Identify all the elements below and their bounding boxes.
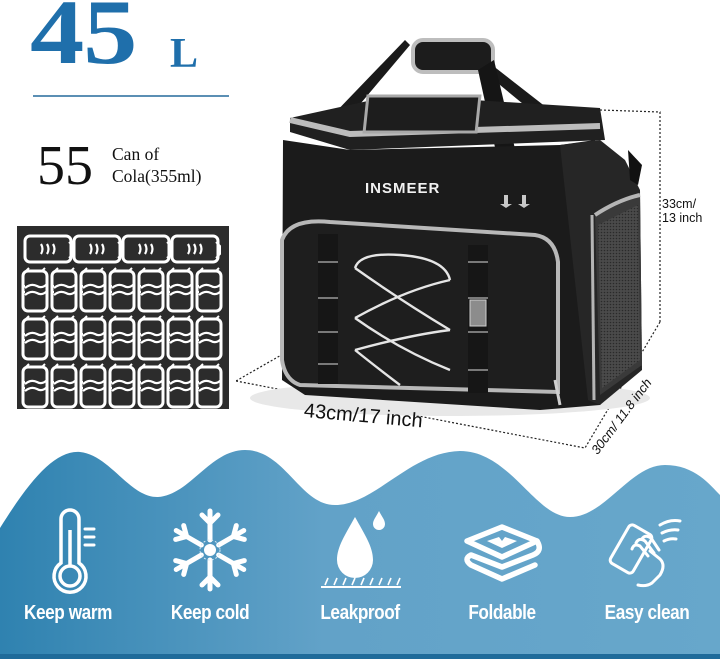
cooler-bag-image: INSMEER <box>235 25 716 460</box>
can-count: 55 <box>37 135 93 197</box>
water-drop-icon <box>321 511 401 588</box>
feature-list: Keep warm Keep cold <box>0 505 720 635</box>
cans-icon <box>20 234 223 409</box>
height-dimension-label: 33cm/ 13 inch <box>662 197 702 225</box>
feature-label: Foldable <box>468 602 536 624</box>
feature-label: Easy clean <box>604 602 690 624</box>
snowflake-icon <box>165 508 255 595</box>
feature-easy-clean: Easy clean <box>582 505 712 624</box>
can-grid-illustration <box>17 226 229 409</box>
can-description-line2: Cola(355ml) <box>112 166 202 186</box>
feature-keep-warm: Keep warm <box>3 505 133 624</box>
cooler-bag-icon: INSMEER <box>235 38 661 449</box>
thermometer-icon <box>52 508 96 594</box>
capacity-divider <box>33 95 229 97</box>
can-description-line1: Can of <box>112 144 160 164</box>
folded-layers-icon <box>464 524 542 582</box>
feature-foldable: Foldable <box>437 505 567 624</box>
feature-leakproof: Leakproof <box>295 505 425 624</box>
can-description: Can of Cola(355ml) <box>112 143 201 187</box>
capacity-value: 45 <box>30 0 137 83</box>
feature-label: Keep cold <box>170 602 250 624</box>
capacity-unit: L <box>170 31 199 77</box>
height-dimension-line1: 33cm/ <box>662 197 697 211</box>
brand-logo: INSMEER <box>365 180 440 197</box>
bottom-accent-strip <box>0 654 720 659</box>
feature-label: Keep warm <box>24 602 112 624</box>
feature-keep-cold: Keep cold <box>145 505 275 624</box>
feature-label: Leakproof <box>320 602 400 624</box>
height-dimension-line2: 13 inch <box>662 211 703 225</box>
wiping-hand-icon <box>608 519 682 588</box>
